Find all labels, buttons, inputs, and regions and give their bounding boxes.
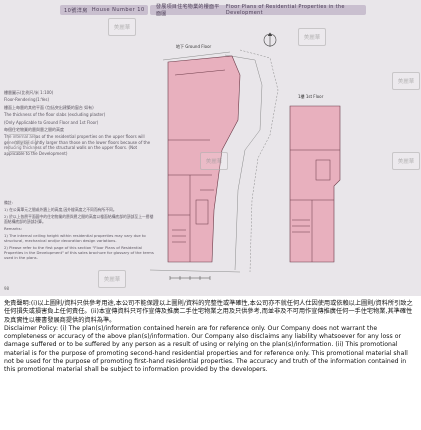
page-title-en: Floor Plans of Residential Properties in… xyxy=(225,4,345,16)
watermark-logo: 美麗華 xyxy=(392,72,420,90)
remarks-heading-en: Remarks: xyxy=(4,226,22,231)
disclaimer-text: 免責聲明:(i)以上圖則/資料只供參考用途,本公司不能保證以上圖則/資料的完整性… xyxy=(4,300,418,375)
legend-line: 樓面上每層的其他平面 (包括突出建築的窗台 如有) xyxy=(4,104,94,110)
disclaimer-cn: 免責聲明:(i)以上圖則/資料只供參考用途,本公司不能保證以上圖則/資料的完整性… xyxy=(4,300,413,324)
remarks-heading: 備註: xyxy=(4,200,13,205)
page-title-tag: 發展項目住宅物業的樓面平面圖 Floor Plans of Residentia… xyxy=(150,4,366,17)
ground-floor-label: 地下 Ground Floor xyxy=(176,44,212,49)
ground-floor-partitions xyxy=(168,69,226,262)
watermark-logo: 美麗華 xyxy=(392,152,420,170)
watermark-logo: 美麗華 xyxy=(108,18,136,36)
section-tag: 10號洋房 House Number 10 xyxy=(60,5,148,15)
remarks-block: 備註: 1) 在公寓單元之間或外牆上的高度,因外樓高度之不同而有所不同。 2) … xyxy=(4,200,154,262)
floor-plan-drawing xyxy=(149,32,341,280)
floor-plan-legend: 樓層圖示(比例尺/米 1:100) Floor-Rendering(1:Yes)… xyxy=(4,90,154,158)
brochure-page: 10號洋房 House Number 10 發展項目住宅物業的樓面平面圖 Flo… xyxy=(0,0,421,296)
remarks-line: 1) The internal ceiling height within re… xyxy=(4,233,146,243)
remarks-line: 2) Please refer to the first page of thi… xyxy=(4,245,154,260)
section-title-cn: 10號洋房 xyxy=(64,7,88,14)
brochure-header: 10號洋房 House Number 10 發展項目住宅物業的樓面平面圖 Flo… xyxy=(0,0,421,22)
north-arrow-icon xyxy=(263,32,277,47)
remarks-line: 1) 在公寓單元之間或外牆上的高度,因外樓高度之不同而有所不同。 xyxy=(4,207,117,212)
scale-bar xyxy=(169,276,211,280)
watermark-logo: 美麗華 xyxy=(298,28,326,46)
page-title-cn: 發展項目住宅物業的樓面平面圖 xyxy=(156,4,220,17)
legend-line: 每個住宅物業的層與層之間的高度 xyxy=(4,127,64,133)
first-floor-partitions xyxy=(290,149,340,262)
ground-floor-plan xyxy=(167,55,241,263)
page-number: 98 xyxy=(4,286,10,291)
site-boundary-lines xyxy=(149,49,279,273)
legend-line: The thickness of the floor slabs (exclud… xyxy=(4,112,106,118)
watermark-logo: 美麗華 xyxy=(98,270,126,288)
watermark-logo: 美麗華 xyxy=(8,134,36,152)
legend-line: (Only Applicable to Ground Floor and 1st… xyxy=(4,119,99,125)
disclaimer-en: Disclaimer Policy: (i) The plan(s)/infor… xyxy=(4,324,408,374)
legend-line: Floor-Rendering(1:Yes) xyxy=(4,97,50,103)
first-floor-plan xyxy=(289,105,341,263)
watermark-logo: 美麗華 xyxy=(200,152,228,170)
first-floor-label: 1樓 1st Floor xyxy=(298,94,324,99)
remarks-line: 2) 於以上各層平面圖中的住宅物業的層與層之間的高度以樓面結構底部的頂部至上一層… xyxy=(4,214,154,224)
section-title-en: House Number 10 xyxy=(91,7,145,13)
legend-line: The internal areas of the residential pr… xyxy=(4,134,151,156)
legend-line: 樓層圖示(比例尺/米 1:100) xyxy=(4,90,54,95)
